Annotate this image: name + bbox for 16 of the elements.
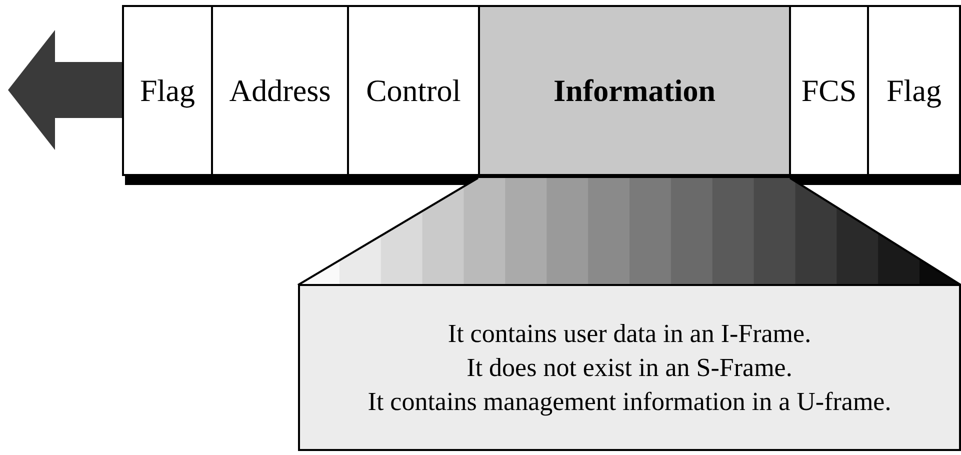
field-label: Address	[229, 72, 331, 108]
field-label: Flag	[140, 72, 196, 108]
frame-field	[211, 5, 349, 176]
frame-field	[789, 5, 869, 176]
info-field	[478, 5, 791, 176]
field-label: FCS	[801, 72, 857, 108]
field-label: Information	[554, 72, 716, 108]
note-text: It does not exist in an S-Frame.	[466, 352, 792, 384]
field-label: Control	[366, 72, 461, 108]
note-text: It contains management information in a U-frame.	[368, 386, 892, 418]
frame-field	[122, 5, 213, 176]
frame-field	[347, 5, 480, 176]
note-text: It contains user data in an I-Frame.	[448, 318, 812, 350]
frame-field	[867, 5, 961, 176]
field-label: Flag	[886, 72, 942, 108]
note-box	[298, 284, 961, 451]
